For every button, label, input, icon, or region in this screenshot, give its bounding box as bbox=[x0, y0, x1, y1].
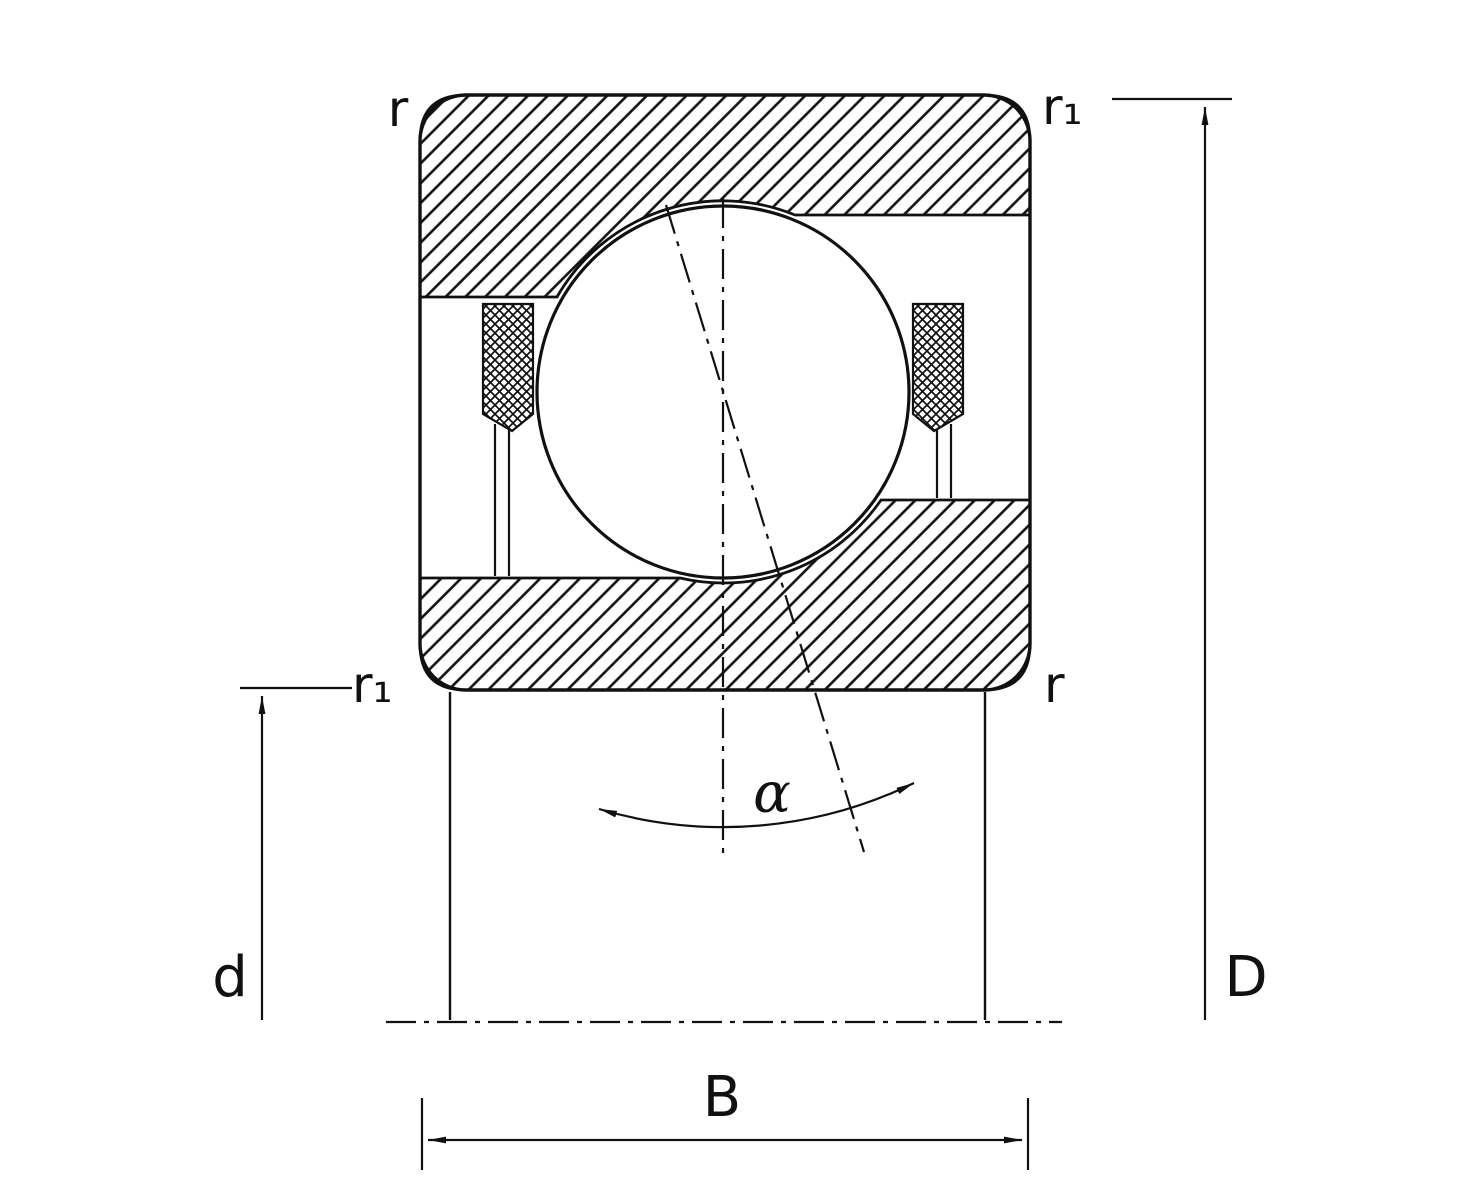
label-B: B bbox=[703, 1065, 741, 1130]
seal-right-body bbox=[911, 302, 965, 433]
label-r1-top-right: r₁ bbox=[1042, 78, 1083, 136]
label-d: d bbox=[212, 945, 248, 1010]
label-r-top-left: r bbox=[388, 80, 409, 138]
dimension-B: B bbox=[420, 1065, 1030, 1170]
dimension-D: D bbox=[1112, 97, 1268, 1020]
label-r-bottom-right: r bbox=[1044, 656, 1065, 714]
seal-right bbox=[911, 302, 965, 498]
contact-angle-line bbox=[664, 204, 866, 853]
bearing-outline bbox=[418, 93, 1032, 692]
dimension-d: d bbox=[212, 686, 352, 1020]
bore-projection-lines bbox=[448, 692, 987, 1020]
seal-left-body bbox=[481, 302, 535, 433]
label-D: D bbox=[1224, 945, 1267, 1010]
label-r1-bottom-left: r₁ bbox=[352, 656, 393, 714]
seal-left bbox=[481, 302, 535, 576]
label-alpha: α bbox=[753, 761, 791, 826]
contact-angle-arc bbox=[598, 782, 915, 829]
